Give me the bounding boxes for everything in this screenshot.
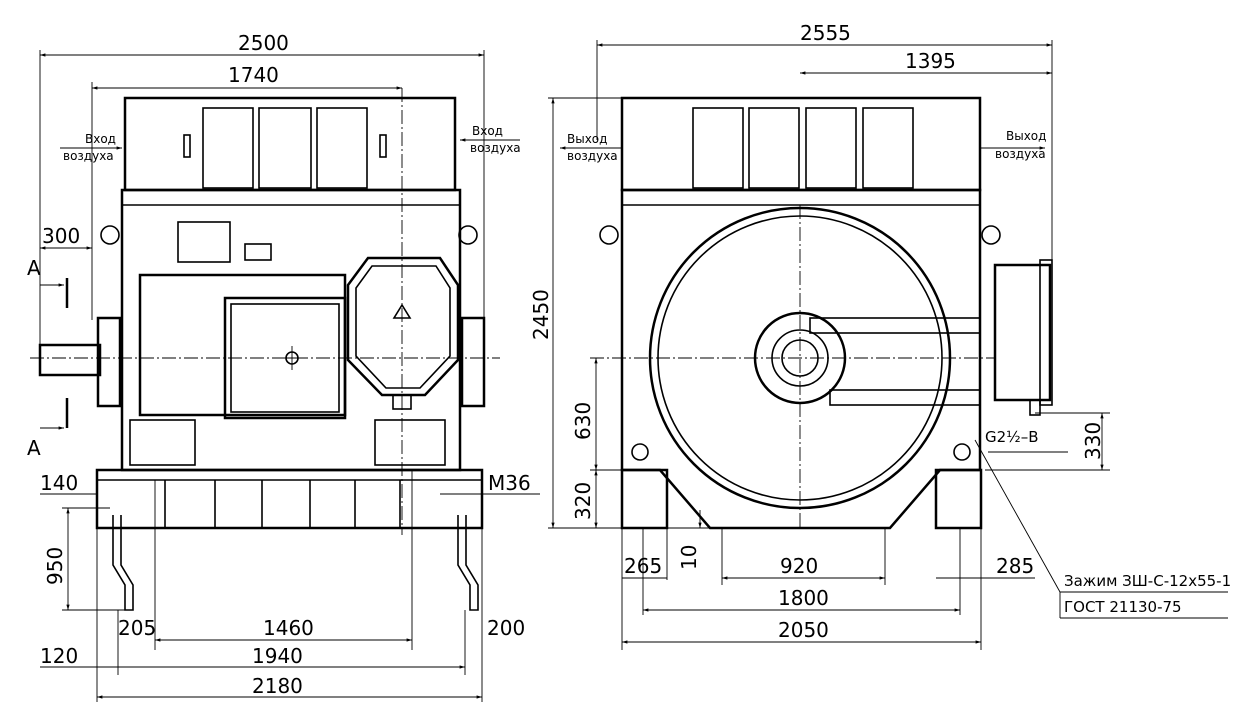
dim-2500: 2500	[238, 31, 289, 55]
cooler-housing	[123, 96, 457, 192]
dim-1395: 1395	[905, 49, 956, 73]
dim-m36: M36	[488, 471, 531, 495]
svg-text:воздуха: воздуха	[470, 141, 521, 155]
right-view: Выход воздуха Выход воздуха 2555 1395 24…	[529, 21, 1231, 650]
dim-920: 920	[780, 554, 818, 578]
stator-frame	[620, 188, 982, 530]
nameplate	[244, 243, 272, 261]
air-outlet-label: Выход	[567, 132, 607, 146]
stator-frame	[120, 188, 462, 472]
air-inlet-label: Вход	[472, 124, 503, 138]
dim-1800: 1800	[778, 586, 829, 610]
foot-left	[620, 468, 669, 530]
dim-630: 630	[571, 402, 595, 440]
dim-2180: 2180	[252, 674, 303, 698]
anchor-bolt	[112, 515, 134, 611]
terminal-box	[993, 263, 1052, 402]
callout-clamp: Зажим ЗШ-С-12х55-1	[1064, 572, 1231, 590]
dim-2050: 2050	[778, 618, 829, 642]
junction-box	[177, 221, 231, 263]
shaft	[38, 343, 102, 377]
cooler-panel	[258, 107, 312, 189]
dim-300: 300	[42, 224, 80, 248]
terminal-box	[346, 256, 460, 397]
foot-right	[934, 468, 983, 530]
anchor-bolt	[457, 515, 479, 611]
svg-text:воздуха: воздуха	[63, 149, 114, 163]
air-inlet-label: Вход	[85, 132, 116, 146]
dim-2555: 2555	[800, 21, 851, 45]
bearing-shield	[96, 316, 122, 408]
callout-standard: ГОСТ 21130-75	[1064, 598, 1182, 616]
dim-120: 120	[40, 644, 78, 668]
dim-10: 10	[677, 545, 701, 570]
thread-label: G2½–B	[985, 428, 1039, 446]
cooler-panel	[316, 107, 368, 189]
dim-1460: 1460	[263, 616, 314, 640]
dim-285: 285	[996, 554, 1034, 578]
base-frame	[95, 468, 484, 530]
dim-200: 200	[487, 616, 525, 640]
dim-1740: 1740	[228, 63, 279, 87]
section-mark-bottom: A	[27, 436, 41, 460]
svg-text:воздуха: воздуха	[995, 147, 1046, 161]
dim-950: 950	[43, 547, 67, 585]
dim-205: 205	[118, 616, 156, 640]
section-mark-top: A	[27, 256, 41, 280]
dim-330: 330	[1081, 422, 1105, 460]
left-view: A A Вход воздуха Вход воздуха 2500 1740 …	[27, 31, 540, 702]
dim-1940: 1940	[252, 644, 303, 668]
cooler-housing	[620, 96, 982, 192]
svg-text:воздуха: воздуха	[567, 149, 618, 163]
dim-140: 140	[40, 471, 78, 495]
dim-320: 320	[571, 482, 595, 520]
air-outlet-label: Выход	[1006, 129, 1046, 143]
cooler-panel	[202, 107, 254, 189]
dim-2450: 2450	[529, 289, 553, 340]
